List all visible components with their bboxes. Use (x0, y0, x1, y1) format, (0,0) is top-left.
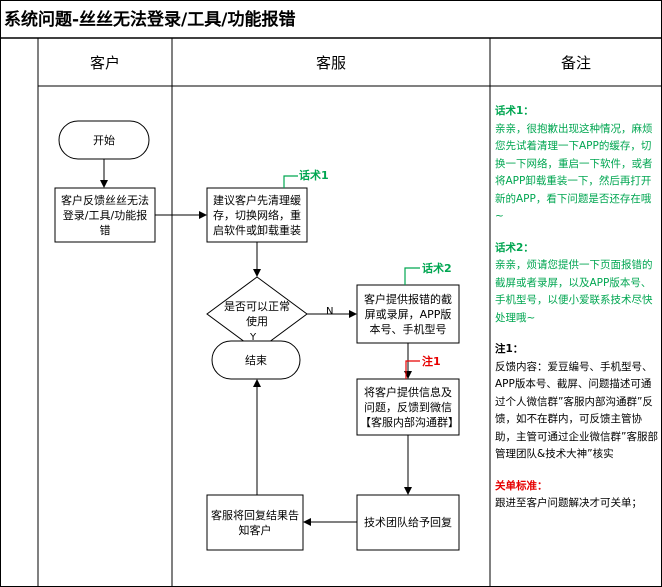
forward-label: 将客户提供信息及问题，反馈到微信【客服内部沟通群】 (360, 385, 459, 429)
callout-bracket-2 (404, 267, 420, 285)
feedback-label: 客户反馈丝丝无法登录/工具/功能报错 (61, 193, 149, 237)
notes-panel: 话术1： 亲亲，很抱歉出现这种情况，麻烦您先试着清理一下APP的缓存，切换一下网… (495, 103, 659, 513)
forward-node (356, 378, 460, 436)
callout-script-1: 话术1 (299, 169, 329, 182)
notes-script-2-title: 话术2： (495, 241, 534, 254)
feedback-node (54, 187, 156, 243)
screenshot-node (356, 284, 460, 344)
callout-bracket-3 (405, 360, 420, 379)
callout-note-1: 注1 (422, 355, 441, 368)
screenshot-label: 客户提供报错的截屏或录屏，APP版本号、手机型号 (364, 292, 452, 336)
notify-node (206, 494, 304, 551)
decision-label: 是否可以正常使用 (224, 300, 290, 328)
page-title: 系统问题-丝丝无法登录/工具/功能报错 (4, 10, 296, 30)
column-header-notes: 备注 (560, 54, 591, 72)
notes-script-1-body: 亲亲，很抱歉出现这种情况，麻烦您先试着清理一下APP的缓存，切换一下网络，重启一… (495, 122, 653, 223)
notes-note-1-body: 反馈内容：爱豆编号、手机型号、APP版本号、截屏、问题描述可通过个人微信群”客服… (495, 360, 658, 461)
column-header-customer: 客户 (89, 54, 120, 72)
suggest-label: 建议客户先清理缓存，切换网络，重启软件或卸载重装 (213, 193, 301, 237)
suggest-node (206, 187, 308, 243)
edge-label-yes: Y (250, 332, 257, 343)
end-label: 结束 (245, 353, 267, 367)
reply-label: 技术团队给予回复 (364, 516, 452, 529)
column-header-service: 客服 (315, 54, 346, 72)
callout-bracket-1 (283, 175, 298, 188)
notes-close-title: 关单标准： (495, 479, 548, 492)
notes-script-2-body: 亲亲，烦请您提供一下页面报错的截屏或者录屏，以及APP版本号、手机型号，以便小爱… (495, 259, 653, 324)
callout-script-2: 话术2 (422, 262, 452, 275)
reply-node (356, 494, 460, 551)
edge-label-no: N (326, 306, 334, 317)
start-label: 开始 (93, 133, 115, 147)
notes-script-1-title: 话术1： (495, 105, 534, 117)
notify-label: 客服将回复结果告知客户 (211, 508, 299, 537)
notes-note-1-title: 注1： (495, 343, 524, 355)
notes-close-body: 跟进至客户问题解决才可关单； (495, 497, 642, 509)
